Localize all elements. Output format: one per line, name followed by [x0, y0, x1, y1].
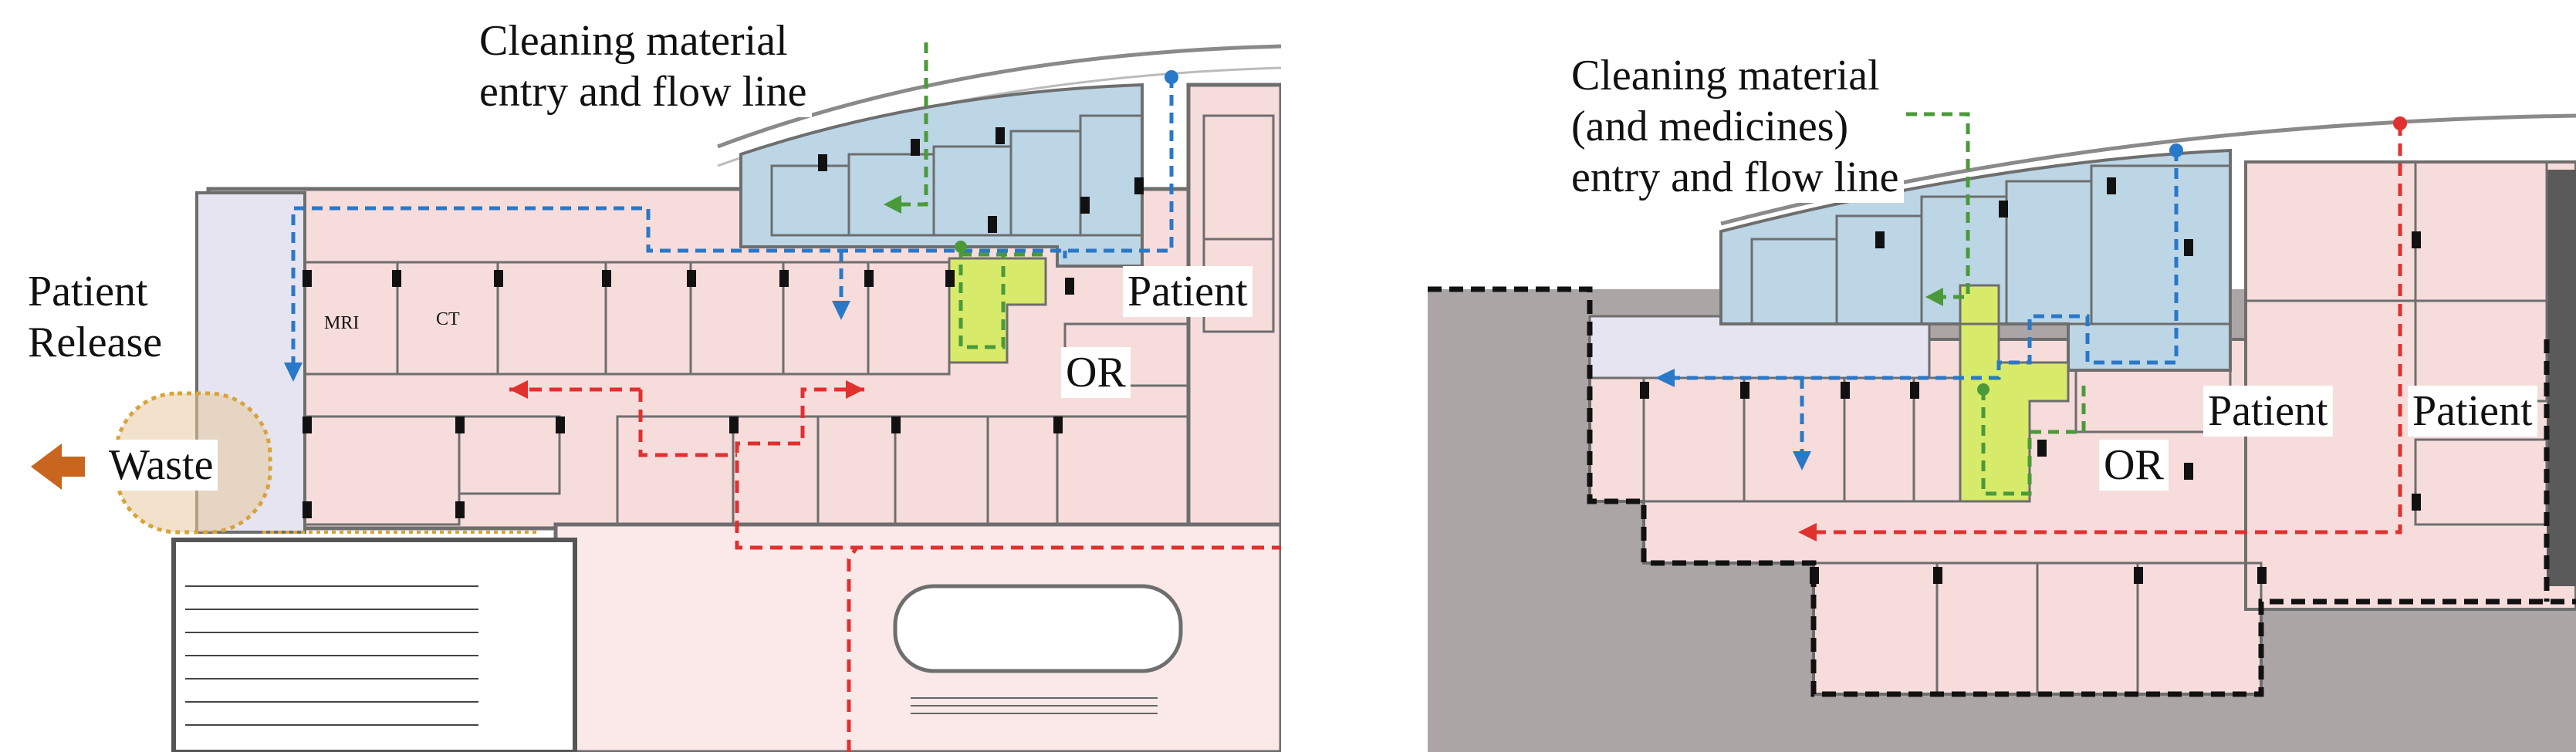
left-stairs [185, 585, 478, 726]
left-cleaning-flow [895, 42, 1050, 349]
right-floor-plan: Cleaning material (and medicines) entry … [1412, 0, 2576, 752]
left-patient-flow [509, 387, 1281, 752]
left-patient-release-label: Patient Release [23, 266, 167, 368]
right-or-zone [1959, 284, 2070, 503]
right-cleaning-label: Cleaning material (and medicines) entry … [1567, 50, 1904, 203]
left-or-label: OR [1061, 347, 1131, 398]
right-staff-flow [1667, 150, 2179, 459]
left-patient-label: Patient [1123, 266, 1253, 317]
left-rooms [303, 114, 1275, 526]
left-floor-plan: Cleaning material entry and flow line Pa… [0, 0, 1281, 752]
mri-label: MRI [324, 313, 360, 333]
left-cleaning-label: Cleaning material entry and flow line [475, 15, 812, 117]
right-patient-label-2: Patient [2408, 386, 2537, 437]
left-courtyard [893, 584, 1183, 673]
left-columns [303, 127, 1202, 518]
right-columns [1640, 177, 2421, 584]
right-or-label: OR [2099, 440, 2169, 491]
ct-label: CT [436, 309, 460, 329]
left-staff-flow [291, 77, 1174, 370]
right-boundary [1428, 286, 2576, 697]
right-cleaning-flow [1906, 112, 2086, 496]
right-patient-label-1: Patient [2203, 386, 2333, 437]
left-stair-annex [171, 538, 577, 752]
right-clean-zone [1719, 148, 2232, 372]
left-facade-curve [717, 44, 1281, 149]
left-waste-label: Waste [104, 440, 218, 491]
right-west-wing [1588, 315, 1931, 379]
left-waste-arrow [31, 443, 85, 490]
right-patient-flow [1810, 123, 2402, 534]
